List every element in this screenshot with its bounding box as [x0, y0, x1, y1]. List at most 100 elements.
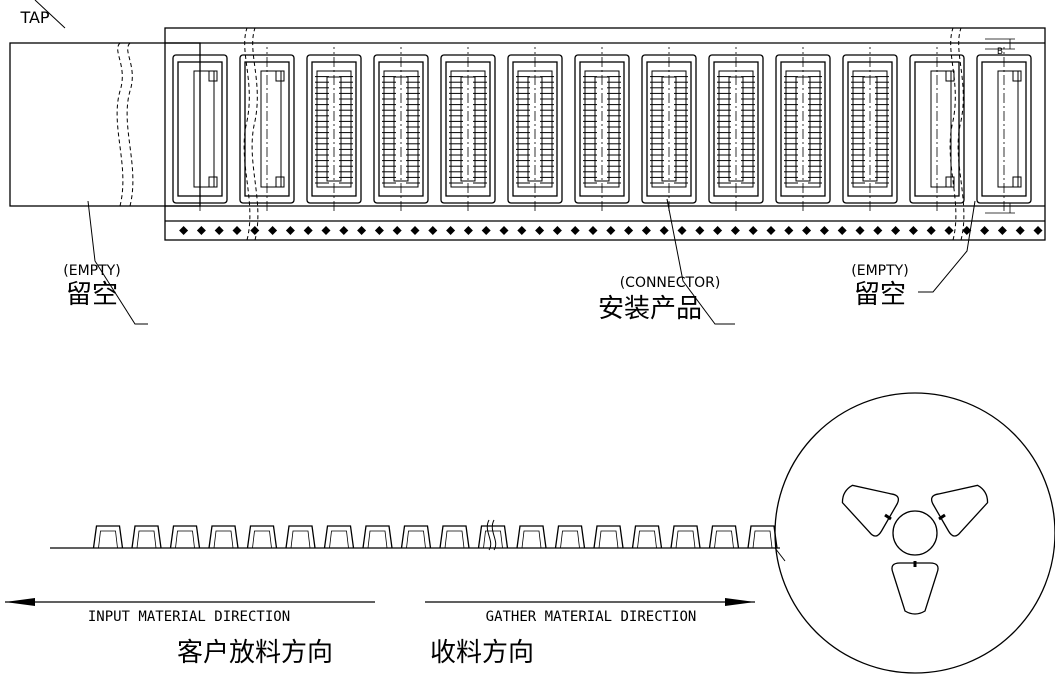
- pocket-profile: [323, 525, 355, 549]
- sprocket-hole: [908, 226, 918, 235]
- sprocket-hole: [588, 226, 598, 235]
- sprocket-hole: [535, 226, 545, 235]
- gather-direction-cn: 收料方向: [430, 638, 534, 668]
- reel-hub: [892, 510, 938, 556]
- pocket-profile: [554, 525, 586, 549]
- reel-window-1: [891, 562, 939, 615]
- reel-window-2: [841, 484, 900, 537]
- carrier-tape-side-view: [50, 519, 780, 551]
- sprocket-hole: [713, 226, 723, 235]
- sprocket-hole: [837, 226, 847, 235]
- pocket-profile-row: [92, 525, 778, 549]
- reel-window-3: [930, 484, 989, 537]
- sprocket-hole: [784, 226, 794, 235]
- sprocket-hole: [1015, 226, 1025, 235]
- empty-left-en-label: (EMPTY): [63, 263, 120, 279]
- pocket-profile: [246, 525, 278, 549]
- pocket-profile: [631, 525, 663, 549]
- sprocket-hole: [997, 226, 1007, 235]
- empty-pocket: [172, 47, 228, 211]
- sprocket-hole: [624, 226, 634, 235]
- pocket-profile: [593, 525, 624, 549]
- sprocket-hole: [428, 226, 438, 235]
- pocket-profile: [477, 525, 509, 549]
- pocket-profile: [400, 525, 432, 549]
- sprocket-hole: [962, 226, 972, 235]
- sprocket-hole: [730, 226, 740, 235]
- side-break-mark: [486, 519, 497, 551]
- sprocket-hole: [517, 226, 527, 235]
- carrier-tape-top-view: [9, 0, 1046, 325]
- input-direction-en: INPUT MATERIAL DIRECTION: [88, 609, 290, 625]
- connector-en-label: (CONNECTOR): [620, 275, 721, 291]
- sprocket-hole: [606, 226, 616, 235]
- connector-pocket: [574, 47, 630, 211]
- sprocket-hole: [677, 226, 687, 235]
- carrier-tape-body: [164, 27, 1046, 241]
- connector-pocket: [440, 47, 496, 211]
- sprocket-hole: [1033, 226, 1043, 235]
- pocket-profile: [131, 525, 162, 549]
- sprocket-hole: [446, 226, 456, 235]
- sprocket-hole: [214, 226, 224, 235]
- sprocket-hole: [285, 226, 295, 235]
- sprocket-hole: [748, 226, 758, 235]
- pocket-profile: [439, 525, 470, 549]
- connector-pocket: [775, 47, 831, 211]
- break-lines: [116, 27, 965, 241]
- sprocket-hole: [944, 226, 954, 235]
- sprocket-hole: [321, 226, 331, 235]
- empty-pocket: [909, 47, 965, 211]
- empty-pocket: [976, 47, 1032, 211]
- sprocket-hole-row: [179, 226, 1043, 235]
- sprocket-hole: [891, 226, 901, 235]
- sprocket-hole: [179, 226, 189, 235]
- dimension-b-marks: [985, 38, 1015, 214]
- sprocket-hole: [196, 226, 206, 235]
- sprocket-hole: [766, 226, 776, 235]
- tape-label: TAP: [19, 8, 49, 27]
- sprocket-hole: [463, 226, 473, 235]
- pocket-profile: [285, 525, 316, 549]
- pocket-profile: [747, 525, 778, 549]
- input-direction-cn: 客户放料方向: [177, 638, 333, 668]
- connector-pocket: [306, 47, 362, 211]
- sprocket-hole: [481, 226, 491, 235]
- pocket-profile: [169, 525, 201, 549]
- sprocket-hole: [339, 226, 349, 235]
- tape-leader: [9, 42, 201, 207]
- pocket-profile: [708, 525, 740, 549]
- connector-cn-label: 安装产品: [598, 294, 702, 324]
- gather-arrow-head: [725, 598, 755, 606]
- empty-pocket: [239, 47, 295, 211]
- empty-right-cn-label: 留空: [854, 280, 906, 310]
- sprocket-hole: [819, 226, 829, 235]
- pocket-profile: [516, 525, 547, 549]
- connector-pocket: [842, 47, 898, 211]
- sprocket-hole: [250, 226, 260, 235]
- pocket-profile: [670, 525, 701, 549]
- sprocket-hole: [855, 226, 865, 235]
- sprocket-hole: [410, 226, 420, 235]
- reel-hub-keys: [884, 513, 946, 567]
- dim-b-label: B: [997, 47, 1003, 57]
- sprocket-hole: [695, 226, 705, 235]
- sprocket-hole: [232, 226, 242, 235]
- sprocket-hole: [980, 226, 990, 235]
- gather-direction-en: GATHER MATERIAL DIRECTION: [486, 609, 697, 625]
- sprocket-hole: [303, 226, 313, 235]
- sprocket-hole: [659, 226, 669, 235]
- direction-arrows: [5, 598, 755, 606]
- sprocket-hole: [641, 226, 651, 235]
- sprocket-hole: [392, 226, 402, 235]
- pocket-profile: [92, 525, 124, 549]
- callout-leaders: [34, 0, 976, 325]
- pocket-profile: [362, 525, 393, 549]
- reel: [774, 392, 1055, 674]
- sprocket-hole: [268, 226, 278, 235]
- reel-flange: [774, 392, 1055, 674]
- connector-pocket: [641, 47, 697, 211]
- empty-left-cn-label: 留空: [66, 280, 118, 310]
- sprocket-hole: [499, 226, 509, 235]
